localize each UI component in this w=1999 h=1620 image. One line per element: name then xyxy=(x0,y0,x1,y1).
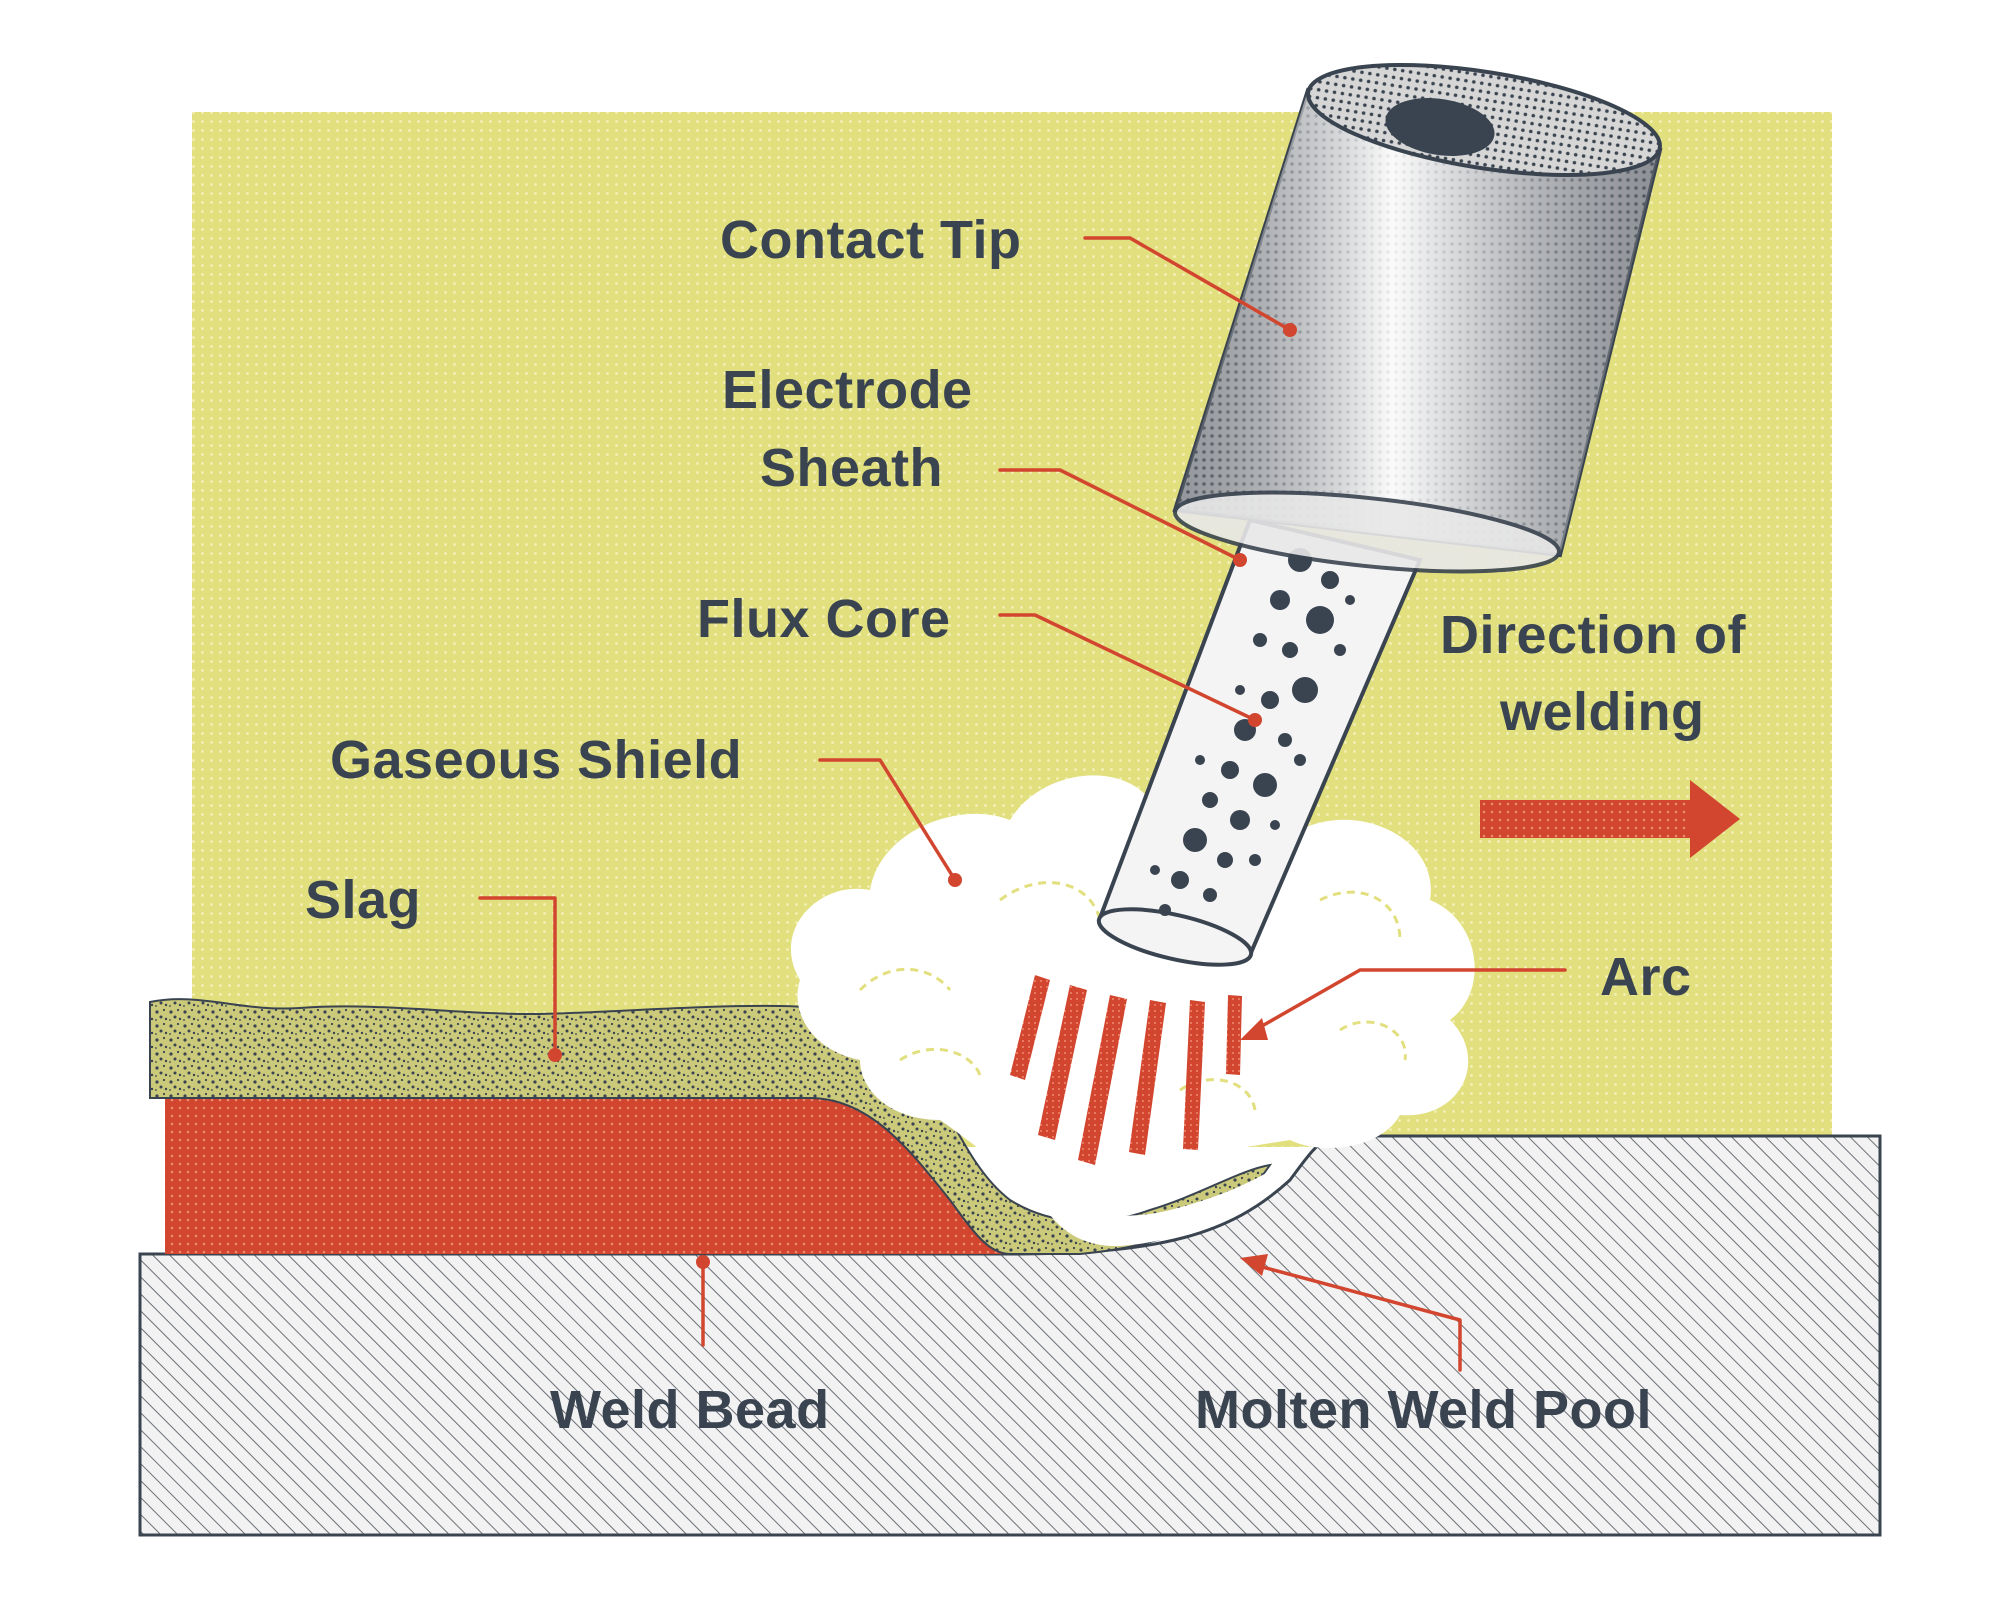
label-electrode-sheath-line1: Electrode xyxy=(722,360,973,420)
molten-weld-pool xyxy=(1030,1145,1305,1247)
label-electrode-sheath-line2: Sheath xyxy=(760,438,943,498)
label-slag: Slag xyxy=(305,870,421,930)
leader-dot-flux-core xyxy=(1248,713,1262,727)
leader-lines xyxy=(478,236,1567,1372)
slag-layer xyxy=(149,998,1273,1255)
leader-arrowhead-arc xyxy=(1240,1018,1268,1040)
leader-arrowhead-molten-weld-pool xyxy=(1240,1254,1268,1276)
leader-molten-weld-pool xyxy=(1253,1263,1462,1372)
label-contact-tip: Contact Tip xyxy=(720,210,1022,270)
arc-rays xyxy=(1010,975,1242,1165)
leader-gaseous-shield xyxy=(818,758,957,882)
leader-flux-core xyxy=(998,613,1257,722)
weld-bead xyxy=(165,1098,1010,1254)
direction-arrow xyxy=(1480,780,1740,858)
flux-core-particles xyxy=(1150,548,1355,916)
leader-electrode-sheath xyxy=(998,468,1242,562)
label-arc: Arc xyxy=(1600,947,1692,1007)
label-gaseous-shield: Gaseous Shield xyxy=(330,730,742,790)
leader-dot-electrode-sheath xyxy=(1233,553,1247,567)
label-direction-line1: Direction of xyxy=(1440,605,1747,665)
leader-dot-gaseous-shield xyxy=(948,873,962,887)
leader-arc xyxy=(1253,968,1567,1032)
label-flux-core: Flux Core xyxy=(697,589,951,649)
label-weld-bead: Weld Bead xyxy=(550,1380,830,1440)
leader-dot-contact-tip xyxy=(1283,323,1297,337)
label-molten-weld-pool: Molten Weld Pool xyxy=(1195,1380,1652,1440)
leader-dot-weld-bead xyxy=(696,1255,710,1269)
leader-dot-slag xyxy=(548,1048,562,1062)
leader-slag xyxy=(478,896,557,1057)
contact-tip xyxy=(1172,63,1663,574)
label-direction-line2: welding xyxy=(1499,682,1705,742)
gaseous-shield-cloud xyxy=(790,775,1475,1180)
leader-contact-tip xyxy=(1083,236,1292,332)
